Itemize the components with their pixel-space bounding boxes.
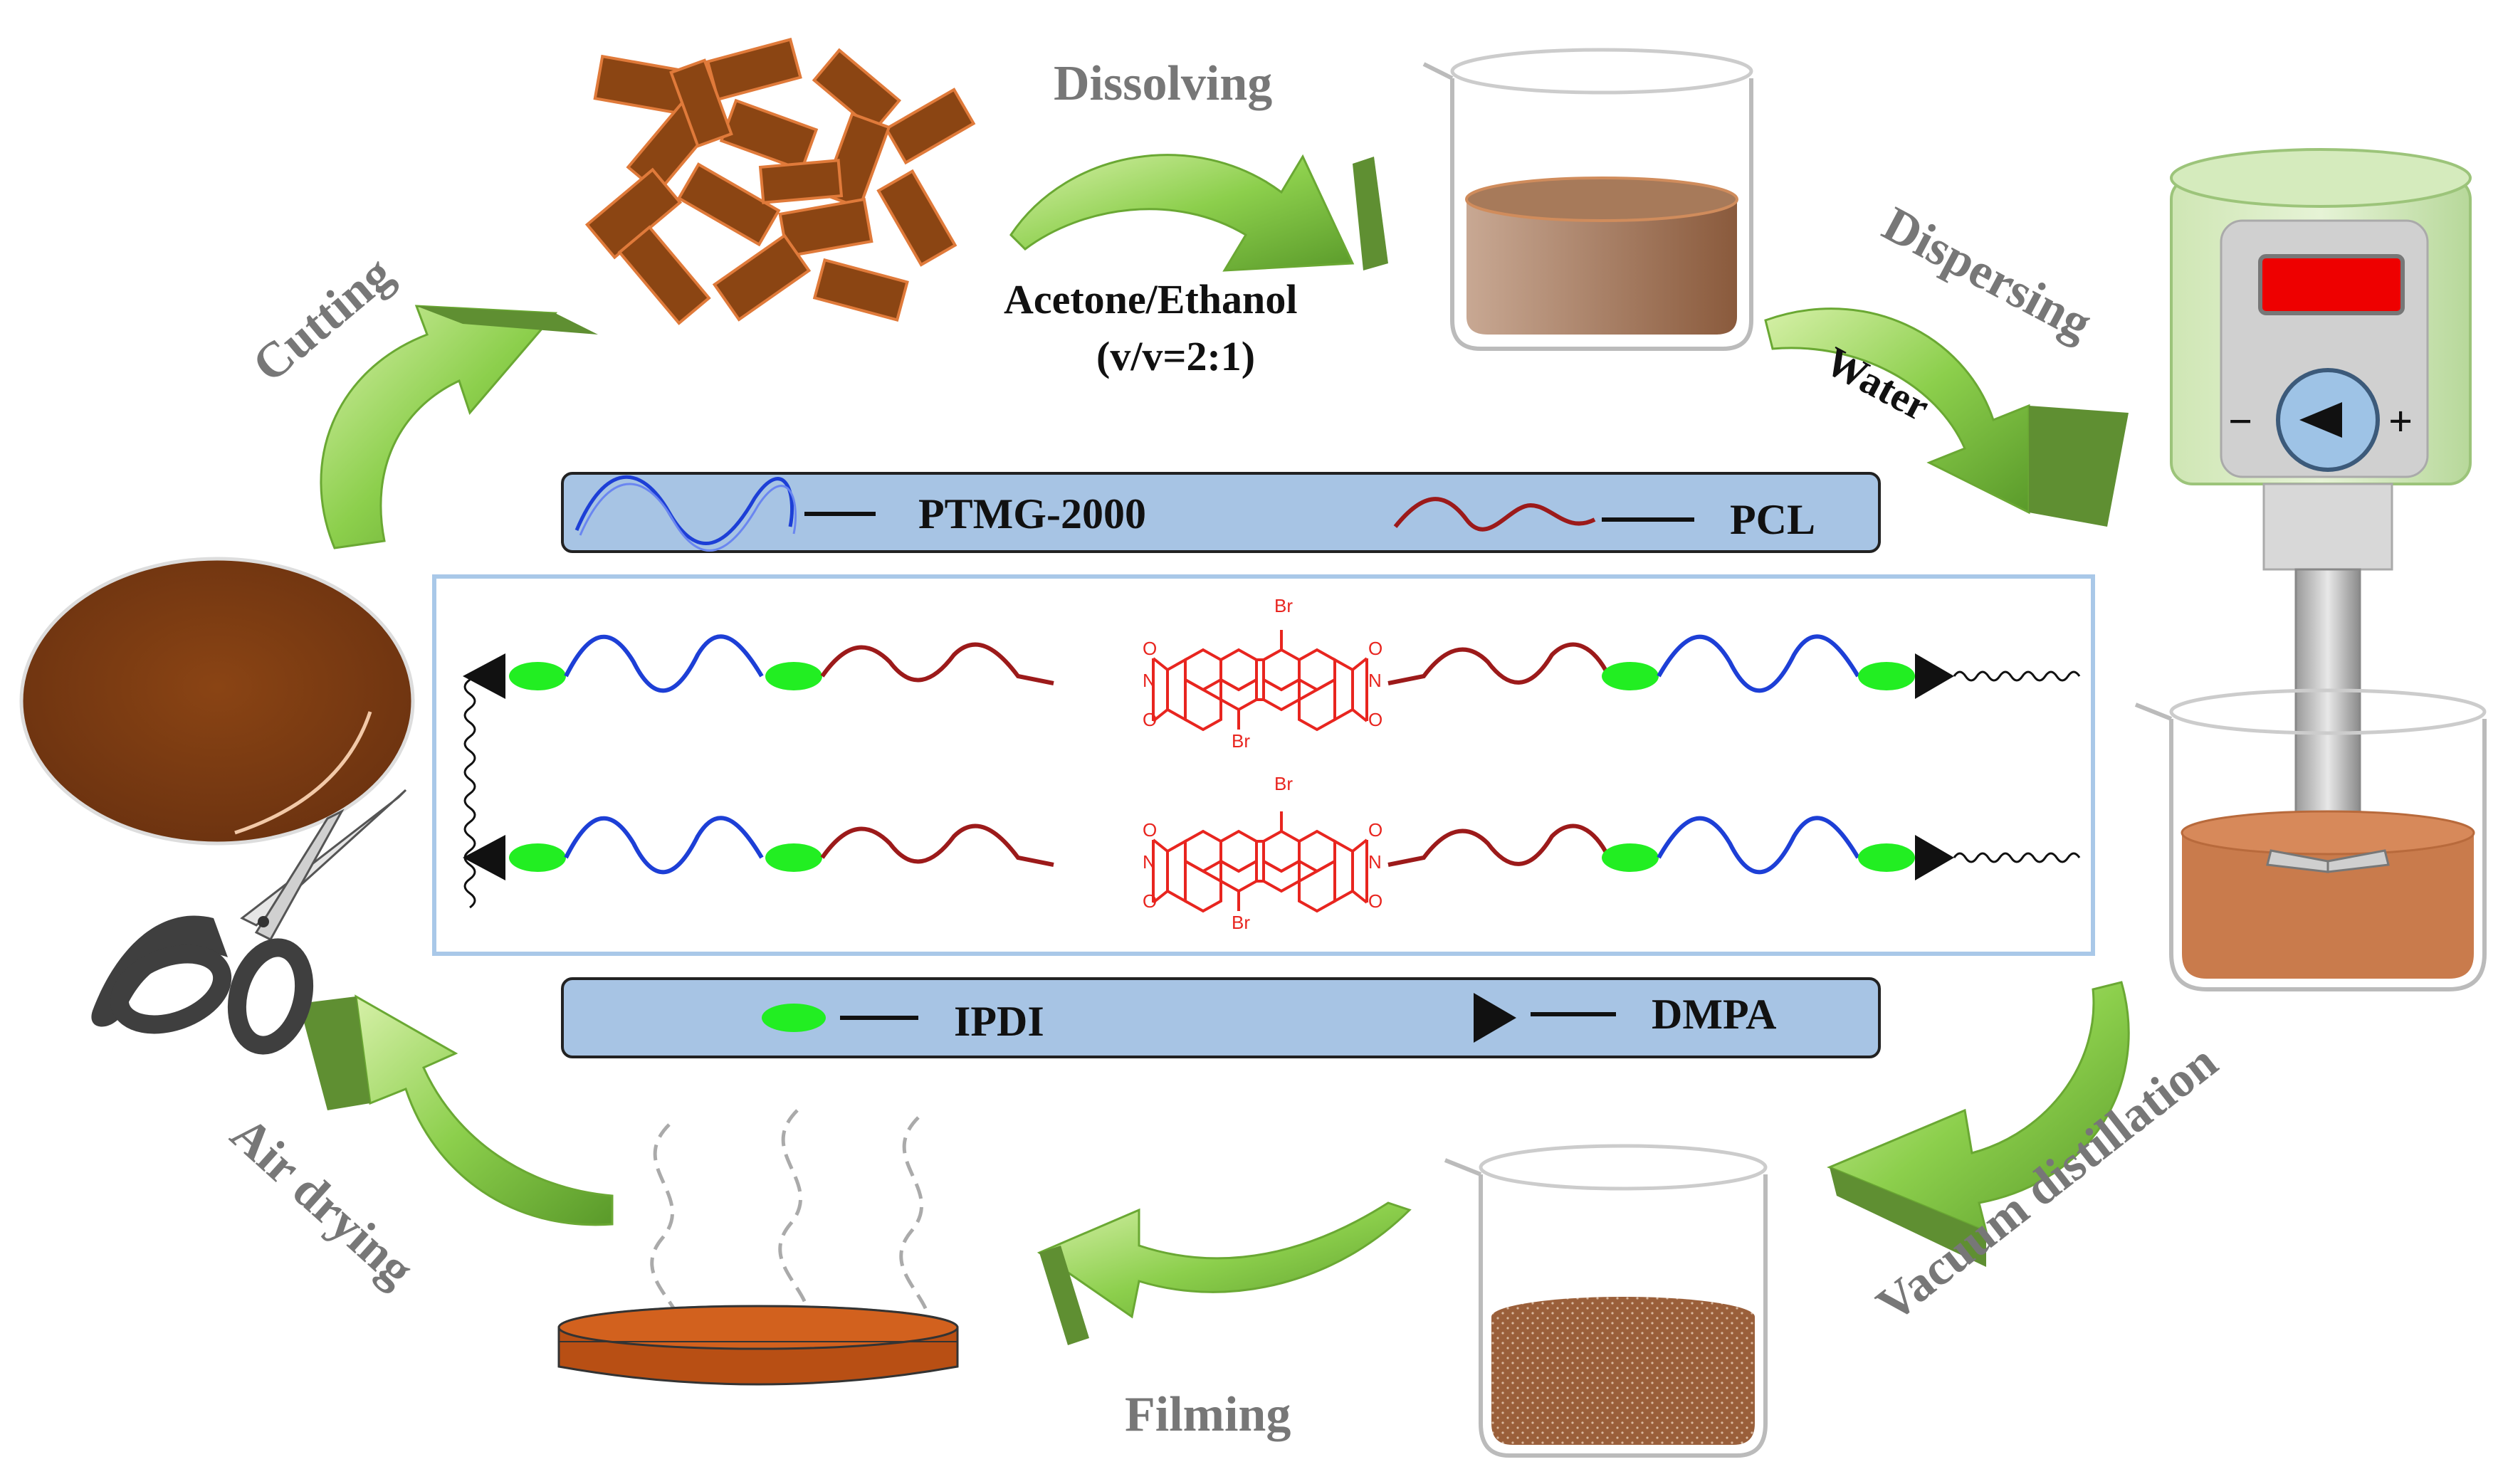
nitrogen-label: N [1143,851,1156,873]
ipdi-legend-icon [762,1004,826,1032]
oxygen-label: O [1368,890,1382,912]
ptmg-chain-icon [574,475,797,552]
oxygen-label: O [1143,709,1157,730]
dial-plus-label: + [2388,398,2413,445]
bromine-label: Br [1232,730,1250,752]
arrow-vacuum [1827,981,2130,1267]
scissors-icon [91,789,407,1055]
nitrogen-label: N [1368,851,1382,873]
polyurethane-film-disc [19,557,415,846]
oxygen-label: O [1368,709,1382,730]
dmpa-marker-icon [463,835,505,880]
pcl-label: PCL [1730,496,1815,543]
legend-bar-top: PTMG-2000 PCL [561,472,1881,553]
solvent-ratio-label: (v/v=2:1) [1096,333,1255,379]
ipdi-label: IPDI [954,998,1044,1045]
dissolving-beaker [1422,48,1753,351]
arrow-air-drying [299,994,614,1226]
dmpa-marker-icon [1915,835,1954,880]
dmpa-marker-icon [1915,653,1954,699]
arrow-dissolving [1009,154,1388,272]
bromine-label: Br [1232,912,1250,933]
oxygen-label: O [1143,890,1157,912]
nitrogen-label: N [1143,670,1156,691]
bromine-label: Br [1274,773,1293,794]
polymer-chain-row-1: Br Br N N O O O O [463,595,2081,752]
oxygen-label: O [1368,819,1382,841]
molecular-structure-panel: Br Br N N O O O O Br Br N [432,574,2095,956]
ipdi-marker-icon [1858,662,1915,690]
solvent-label: Acetone/Ethanol [1004,276,1297,322]
oxygen-label: O [1368,638,1382,659]
legend-bar-bottom: IPDI DMPA [561,977,1881,1058]
ipdi-marker-icon [509,843,566,872]
dispersion-beaker [2134,688,2487,991]
distilled-beaker [1444,1144,1768,1458]
dmpa-label: DMPA [1652,991,1777,1038]
oxygen-label: O [1143,819,1157,841]
ipdi-marker-icon [509,662,566,690]
arrow-dispersing [1764,307,2129,527]
dmpa-legend-icon [1474,993,1516,1043]
polymer-chain-row-2: Br Br N N O O O O [463,773,2081,933]
dial-minus-label: − [2228,398,2252,445]
dmpa-marker-icon [463,653,505,699]
nitrogen-label: N [1368,670,1382,691]
arrow-filming [1037,1201,1412,1345]
dissolving-label: Dissolving [1054,56,1272,111]
filming-label: Filming [1125,1387,1291,1442]
ipdi-marker-icon [765,662,822,690]
ptmg-label: PTMG-2000 [918,490,1146,537]
air-drying-label: Air drying [220,1107,424,1298]
crosslink-wavy [463,678,476,909]
pcl-chain-icon [1393,497,1596,532]
disperser-machine: − + [2170,148,2472,932]
bromine-label: Br [1274,595,1293,616]
ipdi-marker-icon [1602,662,1659,690]
ipdi-marker-icon [765,843,822,872]
petri-dish [557,1109,959,1386]
ipdi-marker-icon [1602,843,1659,872]
cut-film-pieces [584,38,976,325]
ipdi-marker-icon [1858,843,1915,872]
impeller-icon [2266,849,2390,873]
oxygen-label: O [1143,638,1157,659]
arrow-cutting [320,305,598,549]
